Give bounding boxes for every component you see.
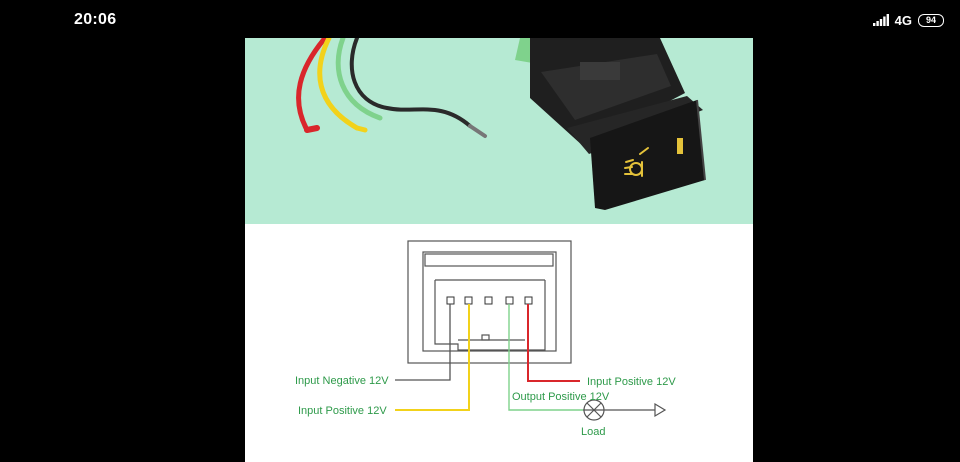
input-negative-label: Input Negative 12V <box>295 375 389 387</box>
signal-strength-icon <box>872 14 889 26</box>
load-symbol <box>583 399 667 421</box>
output-positive-label: Output Positive 12V <box>512 391 610 403</box>
wiring-lines <box>395 304 655 411</box>
connector-outline <box>407 240 572 364</box>
diagram-background <box>245 224 753 462</box>
status-indicators: 4G 94 <box>872 12 944 28</box>
battery-icon: 94 <box>918 13 944 27</box>
status-time: 20:06 <box>74 11 117 28</box>
fog-light-icon <box>624 138 683 177</box>
input-positive-right-label: Input Positive 12V <box>587 376 676 388</box>
switch-body <box>515 38 706 210</box>
image-viewer-photo[interactable]: Input Negative 12V Input Positive 12V In… <box>245 38 753 462</box>
network-type: 4G <box>894 12 912 28</box>
battery-level: 94 <box>925 14 936 25</box>
status-bar: 20:06 4G 94 <box>0 0 960 38</box>
wire-bundle <box>296 38 487 138</box>
load-label: Load <box>581 426 605 438</box>
input-positive-left-label: Input Positive 12V <box>298 405 387 417</box>
switch-wiring-image: Input Negative 12V Input Positive 12V In… <box>245 38 753 462</box>
